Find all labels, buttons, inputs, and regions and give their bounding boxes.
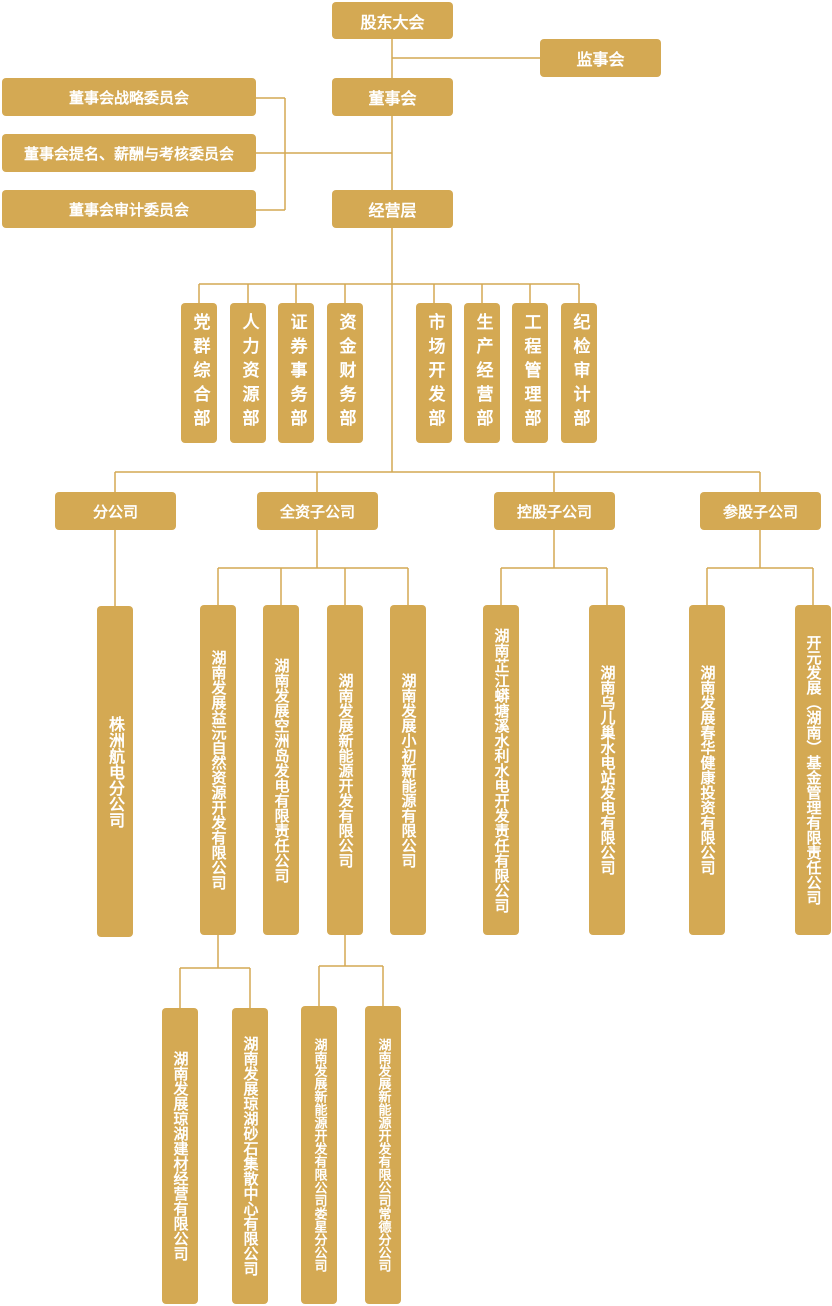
participating-company-box: 湖南发展春华健康投资有限公司 — [689, 605, 725, 935]
department-box: 工程管理部 — [512, 303, 548, 443]
sub-branch-box: 湖南发展新能源开发有限公司常德分公司 — [365, 1006, 401, 1304]
subsidiary-box: 湖南发展新能源开发有限公司 — [327, 605, 363, 935]
participating-category-box: 参股子公司 — [700, 492, 821, 530]
department-box: 证券事务部 — [278, 303, 314, 443]
department-box: 人力资源部 — [230, 303, 266, 443]
department-box: 生产经营部 — [464, 303, 500, 443]
department-box: 市场开发部 — [416, 303, 452, 443]
branch-category-box: 分公司 — [55, 492, 176, 530]
strategy-committee-box: 董事会战略委员会 — [2, 78, 256, 116]
holding-company-box: 湖南乌儿巢水电站发电有限公司 — [589, 605, 625, 935]
audit-committee-box: 董事会审计委员会 — [2, 190, 256, 228]
holding-company-box: 湖南芷江蟒塘溪水利水电开发责任有限公司 — [483, 605, 519, 935]
subsidiary-box: 湖南发展益沅自然资源开发有限公司 — [200, 605, 236, 935]
management-box: 经营层 — [332, 190, 453, 228]
nomination-committee-box: 董事会提名、薪酬与考核委员会 — [2, 134, 256, 172]
wholly-owned-category-box: 全资子公司 — [257, 492, 378, 530]
shareholders-meeting-box: 股东大会 — [332, 2, 453, 39]
participating-company-box: 开元发展（湖南）基金管理有限责任公司 — [795, 605, 831, 935]
holding-category-box: 控股子公司 — [494, 492, 615, 530]
department-box: 纪检审计部 — [561, 303, 597, 443]
supervisory-board-box: 监事会 — [540, 39, 661, 77]
department-box: 资金财务部 — [327, 303, 363, 443]
board-of-directors-box: 董事会 — [332, 78, 453, 116]
subsidiary-box: 湖南发展空洲岛发电有限责任公司 — [263, 605, 299, 935]
sub-subsidiary-box: 湖南发展琼湖建材经营有限公司 — [162, 1008, 198, 1304]
branch-company-box: 株洲航电分公司 — [97, 606, 133, 937]
sub-subsidiary-box: 湖南发展琼湖砂石集散中心有限公司 — [232, 1008, 268, 1304]
sub-branch-box: 湖南发展新能源开发有限公司娄星分公司 — [301, 1006, 337, 1304]
department-box: 党群综合部 — [181, 303, 217, 443]
subsidiary-box: 湖南发展小初新能源有限公司 — [390, 605, 426, 935]
